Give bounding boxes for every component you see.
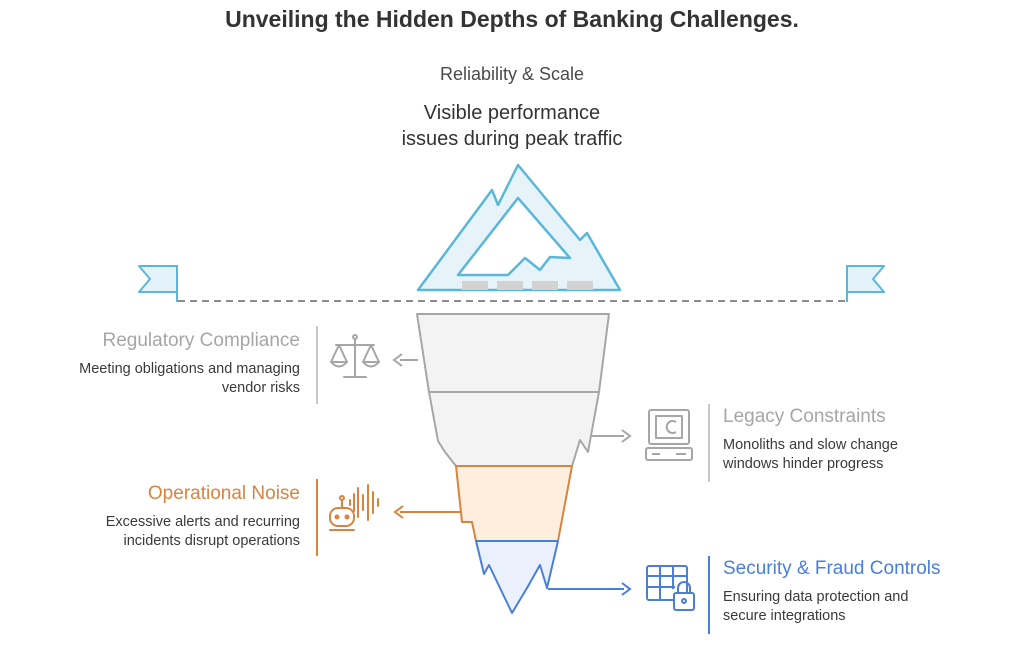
- operational-noise-block: Operational Noise Excessive alerts and r…: [40, 484, 300, 551]
- tip-label: Reliability & Scale: [439, 64, 585, 84]
- right-flag-icon: [846, 265, 885, 302]
- security-fraud-line2: secure integrations: [723, 608, 846, 624]
- balance-scale-icon: [330, 334, 380, 378]
- layer-legacy-constraints: [428, 391, 600, 467]
- legacy-constraints-line1: Monoliths and slow change: [723, 437, 898, 453]
- left-flag-icon: [138, 265, 178, 302]
- arrow-operational: [393, 505, 460, 519]
- security-fraud-line1: Ensuring data protection and: [723, 589, 909, 605]
- tip-description-line1: Visible performance: [423, 102, 601, 124]
- secure-table-lock-icon: [646, 565, 695, 611]
- layer-operational-noise: [455, 465, 573, 542]
- regulatory-compliance-line1: Meeting obligations and managing: [79, 361, 300, 377]
- operational-noise-heading: Operational Noise: [147, 483, 300, 504]
- layer-security-fraud: [475, 540, 559, 614]
- tip-description-line2: issues during peak traffic: [401, 128, 623, 150]
- security-fraud-block: Security & Fraud Controls Ensuring data …: [723, 559, 1013, 626]
- legacy-computer-icon: [645, 409, 693, 461]
- security-fraud-heading: Security & Fraud Controls: [723, 558, 941, 579]
- regulatory-compliance-block: Regulatory Compliance Meeting obligation…: [40, 331, 300, 398]
- arrow-security: [548, 582, 632, 596]
- iceberg-tip: [416, 163, 622, 292]
- legacy-constraints-heading: Legacy Constraints: [723, 406, 886, 427]
- tip-description: Visible performance issues during peak t…: [312, 100, 712, 152]
- operational-noise-line2: incidents disrupt operations: [123, 533, 300, 549]
- layer-regulatory-compliance: [416, 313, 610, 393]
- arrow-legacy: [592, 429, 632, 443]
- legacy-constraints-line2: windows hinder progress: [723, 456, 884, 472]
- arrow-regulatory: [392, 353, 418, 367]
- page-title: Unveiling the Hidden Depths of Banking C…: [225, 6, 799, 32]
- operational-noise-line1: Excessive alerts and recurring: [105, 514, 300, 530]
- legacy-constraints-block: Legacy Constraints Monoliths and slow ch…: [723, 407, 1013, 474]
- alert-robot-icon: [329, 484, 379, 531]
- regulatory-compliance-heading: Regulatory Compliance: [102, 330, 301, 351]
- regulatory-compliance-line2: vendor risks: [221, 380, 300, 396]
